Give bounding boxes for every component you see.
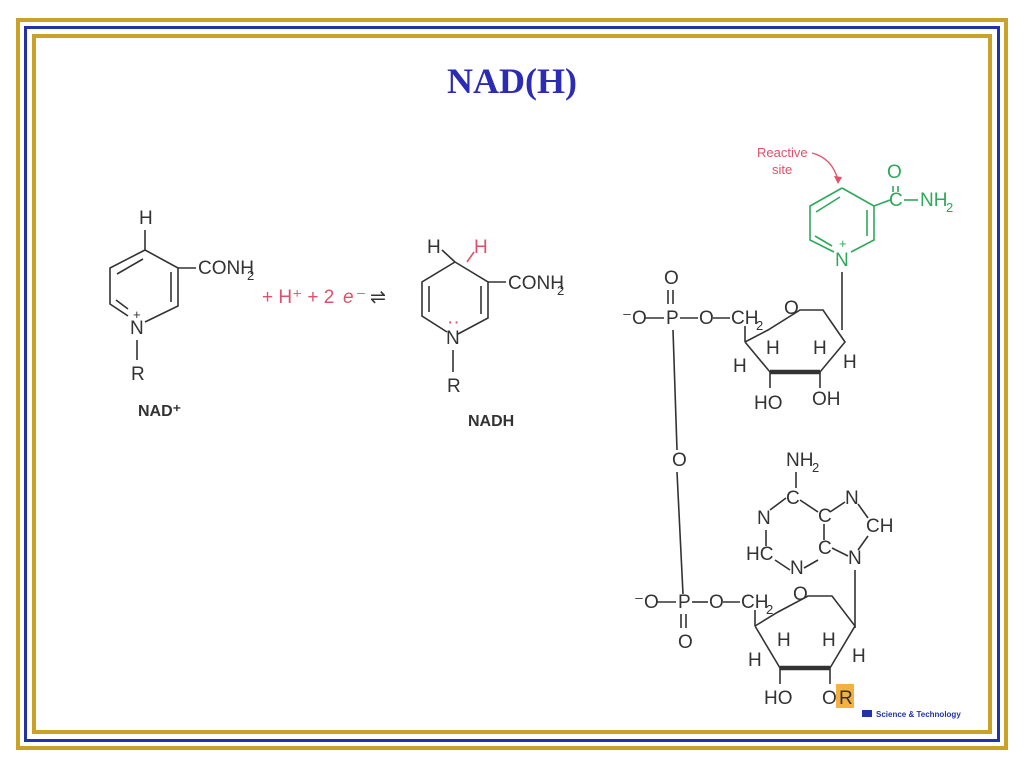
nadh-lone-pair: ·· [447,312,460,333]
reaction-reagents: + H⁺ + 2 e⁻ ⇌ [262,287,386,308]
nadh-structure: H H CONH 2 N ·· R NADH [421,237,564,430]
ribose-2-h1: H [777,630,791,651]
nadh-r-group: R [447,376,461,397]
nad-h-atom: H [139,208,153,229]
ribose-1-ch2-sub: 2 [756,318,763,333]
reagents-text: + H⁺ + 2 [262,287,334,308]
ribose-2-o: O [793,584,808,605]
ribose-1-oh: OH [812,389,841,410]
ribose-1-h1: H [766,338,780,359]
nad-r-group: R [131,364,145,385]
adenine-n3: N [790,558,804,579]
phosphate-1-p: P [666,308,679,329]
nicotinamide-nh2-sub: 2 [946,200,953,215]
ribose-2-r: R [839,688,853,709]
ribose-2-h3: H [748,650,762,671]
phosphate-1-o-bridge: O [699,308,714,329]
ribose-1-ch2: CH [731,308,758,329]
adenine-c4: C [818,538,832,559]
adenine-n1: N [757,508,771,529]
ribose-2-ho: HO [764,688,793,709]
ribose-1-ho: HO [754,393,783,414]
nicotinamide-nh2: NH [920,190,947,211]
adenine-hc2: HC [746,544,773,565]
electron-text: e⁻ [343,287,366,308]
nadh-h-red: H [474,237,488,258]
phosphate-1-o-minus: ⁻O [622,308,647,329]
ribose-2-o-r: O [822,688,837,709]
reactive-label-1: Reactive [757,145,808,160]
adenine-n9: N [848,548,862,569]
nadh-conh2-sub: 2 [557,283,564,298]
adenine-nh2: NH [786,450,813,471]
phosphate-2-p: P [678,592,691,613]
nicotinamide-c: C [889,190,903,211]
nadh-conh2: CONH [508,273,564,294]
phosphate-2-o-bottom: O [678,632,693,653]
nad-full-structure: Reactive site C O NH 2 N + ⁻O P [622,145,953,709]
ribose-1-h3: H [733,356,747,377]
ribose-2-ch2-sub: 2 [766,602,773,617]
nicotinamide-charge: + [839,236,847,251]
science-technology-badge: Science & Technology [862,710,961,719]
nad-n-atom: N [130,318,144,339]
nad-plus-structure: H CONH 2 N + R NAD⁺ [109,208,254,420]
adenine-nh2-sub: 2 [812,460,819,475]
adenine-ch8: CH [866,516,893,537]
nadh-n-atom: N [446,328,460,349]
adenine-n7: N [845,488,859,509]
reactive-label-2: site [772,162,792,177]
nad-plus-label: NAD⁺ [138,403,181,420]
nadh-h-black: H [427,237,441,258]
equilibrium-arrow: ⇌ [370,287,386,308]
ribose-2-ch2: CH [741,592,768,613]
ribose-1-h4: H [843,352,857,373]
nadh-label: NADH [468,413,514,430]
badge-text: Science & Technology [876,710,961,719]
phosphate-2-o-minus: ⁻O [634,592,659,613]
slide-title: NAD(H) [447,61,577,101]
inner-gold-border [32,34,992,734]
r-highlight [836,684,854,708]
ribose-2-h4: H [852,646,866,667]
nicotinamide-o: O [887,162,902,183]
nicotinamide-n: N [835,250,849,271]
nad-conh2-sub: 2 [247,268,254,283]
adenine-c5: C [818,506,832,527]
ribose-2-h2: H [822,630,836,651]
ribose-1-h2: H [813,338,827,359]
ribose-1-o: O [784,298,799,319]
blue-border [24,26,1000,742]
phosphate-1-o-top: O [664,268,679,289]
outer-gold-border [16,18,1008,750]
nad-charge: + [133,307,141,322]
phosphate-2-o-bridge: O [709,592,724,613]
nad-conh2: CONH [198,258,254,279]
adenine-c6: C [786,488,800,509]
bridge-o: O [672,450,687,471]
